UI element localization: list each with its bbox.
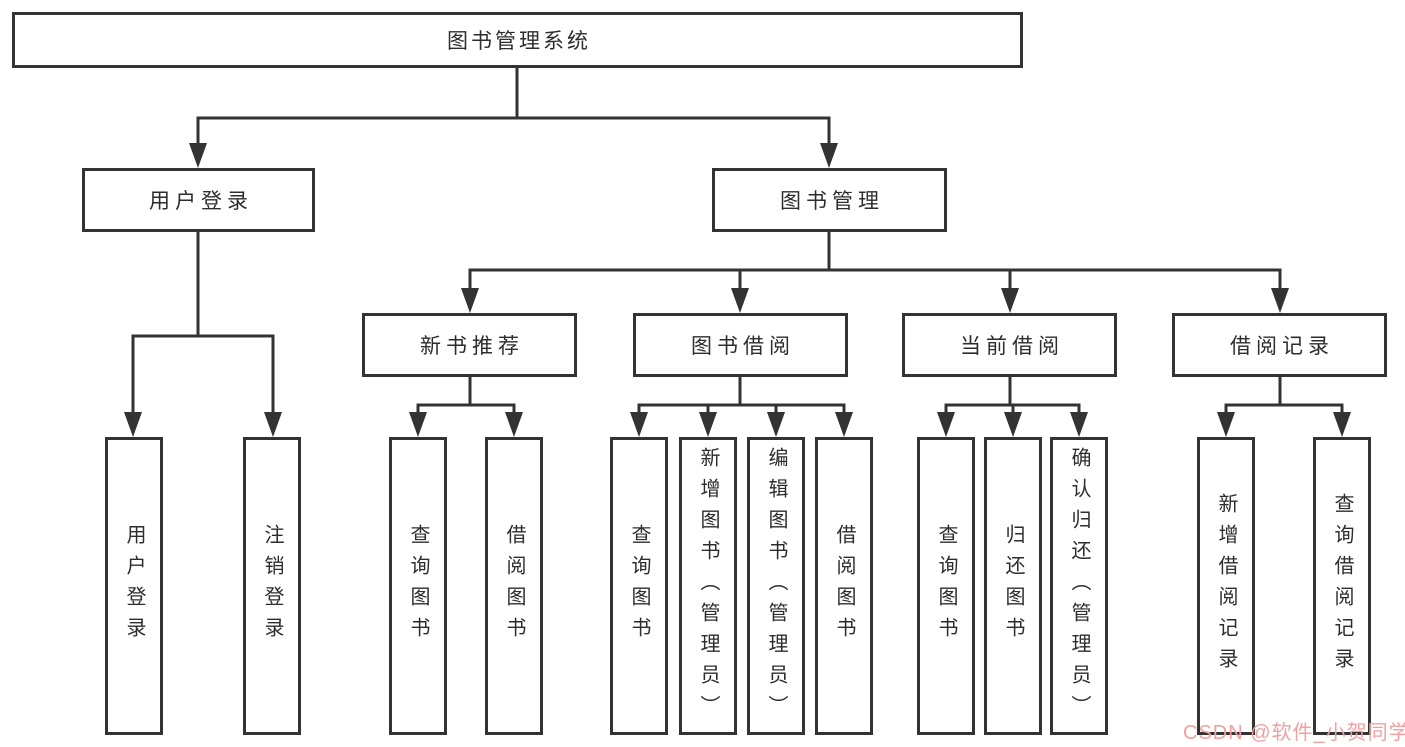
leaf-add-borrow-record-label: 新增借阅记录 (1215, 493, 1237, 679)
leaf-query-books-current: 查询图书 (917, 437, 975, 735)
node-user-login: 用户登录 (82, 168, 315, 232)
node-borrowing-records-label: 借阅记录 (1230, 335, 1334, 358)
leaf-add-books-admin: 新增图书（管理员） (679, 437, 737, 735)
node-book-management: 图书管理 (712, 168, 947, 232)
node-current-borrowing-label: 当前借阅 (960, 335, 1064, 358)
leaf-query-books-borrowing-label: 查询图书 (628, 524, 650, 648)
leaf-edit-books-admin: 编辑图书（管理员） (747, 437, 805, 735)
leaf-query-books-recommend-label: 查询图书 (407, 524, 429, 648)
node-book-borrowing-label: 图书借阅 (691, 335, 795, 358)
leaf-user-login: 用户登录 (105, 437, 163, 735)
node-user-login-label: 用户登录 (149, 190, 253, 213)
leaf-query-borrow-record: 查询借阅记录 (1313, 437, 1371, 735)
leaf-query-borrow-record-label: 查询借阅记录 (1331, 493, 1353, 679)
leaf-borrow-books-borrowing: 借阅图书 (815, 437, 873, 735)
node-library-system-label: 图书管理系统 (447, 30, 591, 53)
leaf-query-books-borrowing: 查询图书 (610, 437, 668, 735)
leaf-add-books-admin-label: 新增图书（管理员） (697, 446, 719, 726)
leaf-borrow-books-recommend-label: 借阅图书 (503, 524, 525, 648)
leaf-add-borrow-record: 新增借阅记录 (1197, 437, 1255, 735)
leaf-borrow-books-recommend: 借阅图书 (485, 437, 543, 735)
arrowheads (124, 143, 1351, 437)
leaf-confirm-return-admin-label: 确认归还（管理员） (1068, 446, 1090, 726)
leaf-borrow-books-borrowing-label: 借阅图书 (833, 524, 855, 648)
leaf-logout-label: 注销登录 (261, 524, 283, 648)
watermark: CSDN @软件_小贺同学 (1183, 722, 1405, 744)
node-current-borrowing: 当前借阅 (902, 313, 1117, 377)
leaf-edit-books-admin-label: 编辑图书（管理员） (765, 446, 787, 726)
node-new-book-recommendation-label: 新书推荐 (420, 335, 524, 358)
node-book-borrowing: 图书借阅 (633, 313, 848, 377)
leaf-query-books-recommend: 查询图书 (389, 437, 447, 735)
node-library-system: 图书管理系统 (12, 12, 1023, 68)
leaf-return-books-label: 归还图书 (1002, 524, 1024, 648)
node-borrowing-records: 借阅记录 (1172, 313, 1387, 377)
leaf-confirm-return-admin: 确认归还（管理员） (1050, 437, 1108, 735)
node-new-book-recommendation: 新书推荐 (362, 313, 577, 377)
leaf-return-books: 归还图书 (984, 437, 1042, 735)
leaf-query-books-current-label: 查询图书 (935, 524, 957, 648)
leaf-user-login-label: 用户登录 (123, 524, 145, 648)
leaf-logout: 注销登录 (243, 437, 301, 735)
node-book-management-label: 图书管理 (780, 190, 884, 213)
